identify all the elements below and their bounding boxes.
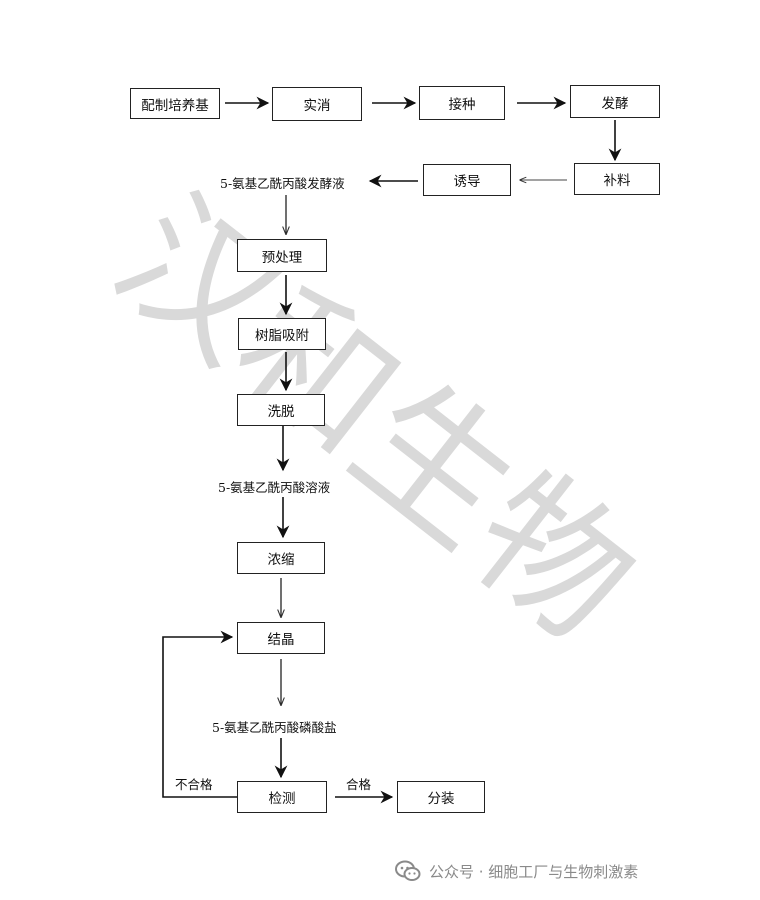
node-label: 树脂吸附 xyxy=(255,328,309,344)
node-label: 预处理 xyxy=(261,249,303,266)
node-ala-solution: 5-氨基乙酰丙酸溶液 xyxy=(218,480,331,495)
node-resin-adsorption: 树脂吸附 xyxy=(238,318,326,350)
node-label: 分装 xyxy=(427,791,455,807)
node-label: 检测 xyxy=(268,791,296,807)
node-crystallize: 结晶 xyxy=(237,622,325,654)
node-label: 实消 xyxy=(303,98,331,114)
node-label: 洗脱 xyxy=(267,404,295,420)
footer-text: 公众号 · 细胞工厂与生物刺激素 xyxy=(429,862,639,881)
node-label: 补料 xyxy=(603,173,631,189)
wechat-icon xyxy=(395,860,421,882)
node-label: 接种 xyxy=(448,97,476,113)
node-label: 浓缩 xyxy=(267,552,295,568)
node-ala-phosphate: 5-氨基乙酰丙酸磷酸盐 xyxy=(212,720,337,735)
node-label: 发酵 xyxy=(601,95,629,112)
node-package: 分装 xyxy=(397,781,485,813)
node-label: 诱导 xyxy=(453,174,481,190)
node-inspect: 检测 xyxy=(237,781,327,813)
node-sterilize: 实消 xyxy=(272,87,362,121)
node-ferment: 发酵 xyxy=(570,85,660,118)
edge-label-fail: 不合格 xyxy=(175,777,213,792)
edge-label-pass: 合格 xyxy=(346,777,372,792)
arrow-fail-loop xyxy=(162,630,237,798)
node-inoculate: 接种 xyxy=(419,86,505,120)
node-prepare-medium: 配制培养基 xyxy=(130,88,220,119)
node-elution: 洗脱 xyxy=(237,394,325,426)
node-label: 配制培养基 xyxy=(141,97,209,114)
footer: 公众号 · 细胞工厂与生物刺激素 xyxy=(395,857,638,885)
node-fermentation-broth: 5-氨基乙酰丙酸发酵液 xyxy=(220,176,345,191)
node-feed: 补料 xyxy=(574,163,660,195)
node-label: 结晶 xyxy=(267,632,295,648)
node-concentrate: 浓缩 xyxy=(237,542,325,574)
node-induce: 诱导 xyxy=(423,164,511,196)
node-pretreatment: 预处理 xyxy=(237,239,327,272)
